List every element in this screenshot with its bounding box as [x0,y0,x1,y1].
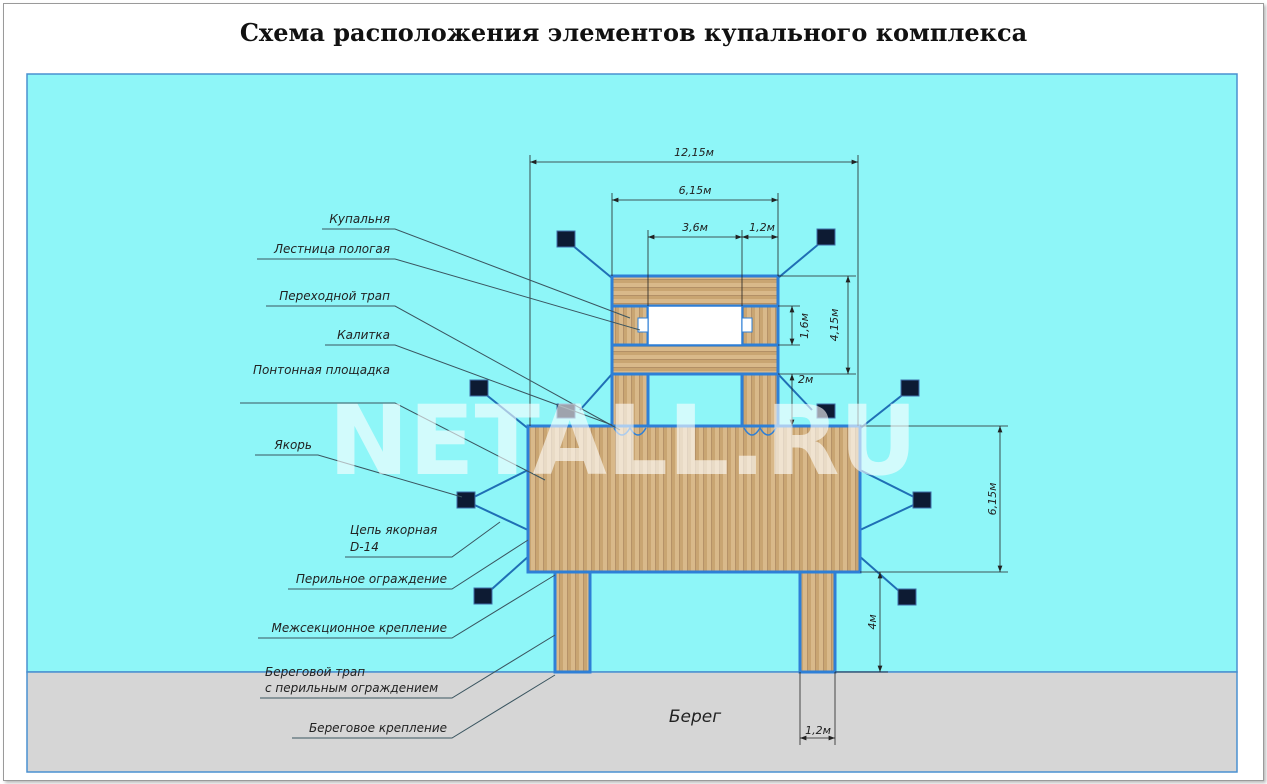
dim-kupalnya-height: 4,15м [828,309,841,342]
label-transition-trap: Переходной трап [279,289,390,303]
label-railing: Перильное ограждение [296,572,447,586]
label-shore-trap-1: Береговой трап [265,665,365,679]
dim-platform-height: 6,15м [986,483,999,516]
label-kupalnya: Купальня [329,212,390,226]
shore-trap-right [798,570,837,674]
leader-lines [240,228,641,739]
anchor-icon [556,230,576,248]
dim-shore-trap-width: 1,2м [805,724,831,737]
dim-opening-width: 3,6м [682,221,708,234]
anchor-icon [473,587,493,605]
gentle-ladder-right [741,317,753,333]
label-shore-mount: Береговое крепление [309,721,447,735]
anchor-icon [900,379,920,397]
anchor-icon [456,491,476,509]
page-frame [3,3,1264,781]
dim-side-width: 1,2м [749,221,775,234]
gate-left [613,426,647,436]
transition-trap-right [740,372,780,428]
label-section-mount: Межсекционное крепление [272,621,448,635]
label-shore-trap-2: с перильным ограждением [265,681,438,695]
label-gate: Калитка [337,328,390,342]
label-gentle-ladder: Лестница пологая [273,242,390,256]
pontoon-platform [526,424,862,574]
dim-shore-trap-length: 4м [866,614,879,629]
shore-label: Берег [669,707,721,727]
dim-total-width: 12,15м [674,146,714,159]
gate-right [743,426,777,436]
shore-area [26,671,1238,773]
anchor-icon [469,379,489,397]
watermark: NETALL.RU [329,385,918,497]
gentle-ladder-left [637,317,649,333]
label-chain-1: Цепь якорная [350,523,437,537]
label-chain-2: D-14 [350,540,379,554]
dim-trap-length: 2м [798,373,813,386]
page-title: Схема расположения элементов купального … [239,18,1028,47]
shore-trap-left [553,570,592,674]
anchor-icon [816,228,836,246]
anchor-icon [816,403,836,419]
label-pontoon: Понтонная площадка [253,363,390,377]
label-anchor: Якорь [273,438,312,452]
anchor-icon [897,588,917,606]
kupalnya [610,274,780,376]
anchors [456,228,932,606]
anchor-icon [912,491,932,509]
dim-kupalnya-width: 6,15м [679,184,712,197]
dim-opening-height: 1,6м [798,313,811,339]
transition-trap-left [610,372,650,428]
